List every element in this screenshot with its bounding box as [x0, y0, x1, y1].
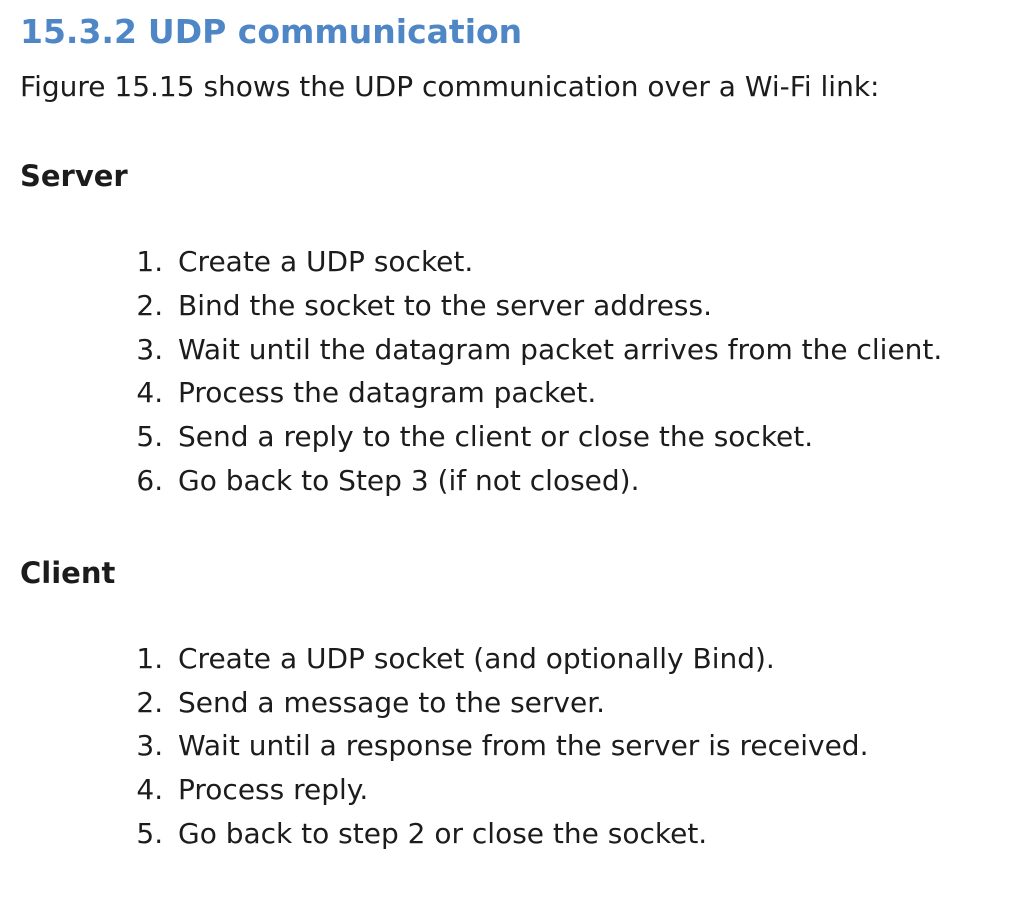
client-step: Create a UDP socket (and optionally Bind…: [172, 637, 1003, 681]
intro-paragraph: Figure 15.15 shows the UDP communication…: [20, 69, 880, 103]
server-steps-list: Create a UDP socket. Bind the socket to …: [20, 240, 1003, 502]
server-step: Create a UDP socket.: [172, 240, 1003, 284]
section-heading: 15.3.2 UDP communication: [20, 12, 1003, 52]
client-step: Go back to step 2 or close the socket.: [172, 812, 1003, 856]
document-page: 15.3.2 UDP communication Figure 15.15 sho…: [0, 0, 1023, 855]
server-step: Process the datagram packet.: [172, 371, 1003, 415]
client-step: Process reply.: [172, 768, 1003, 812]
server-step: Go back to Step 3 (if not closed).: [172, 459, 1003, 503]
server-step: Bind the socket to the server address.: [172, 284, 1003, 328]
client-heading: Client: [20, 556, 116, 591]
section-title: UDP communication: [147, 12, 523, 51]
client-steps-list: Create a UDP socket (and optionally Bind…: [20, 637, 1003, 855]
client-step: Wait until a response from the server is…: [172, 724, 1003, 768]
server-step: Send a reply to the client or close the …: [172, 415, 1003, 459]
server-step: Wait until the datagram packet arrives f…: [172, 328, 1003, 372]
section-number: 15.3.2: [20, 12, 137, 51]
client-step: Send a message to the server.: [172, 681, 1003, 725]
server-heading: Server: [20, 159, 128, 194]
